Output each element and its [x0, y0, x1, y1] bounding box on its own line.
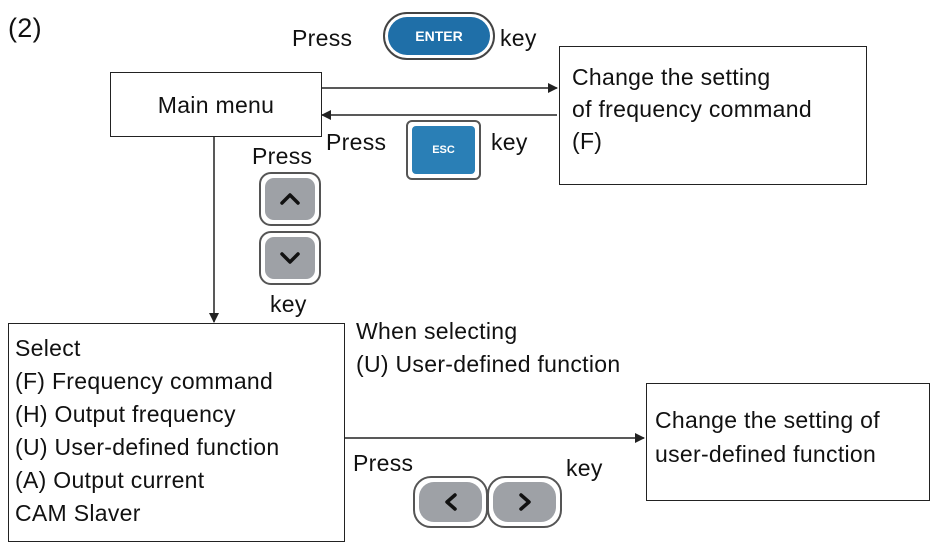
up-arrow-icon[interactable]	[259, 172, 321, 226]
when-selecting-line: (U) User-defined function	[356, 351, 621, 377]
step-label: (2)	[8, 13, 42, 43]
leftright-press-text: Press	[353, 450, 414, 476]
when-selecting-line: When selecting	[356, 318, 518, 344]
enter-key-text: key	[500, 25, 537, 51]
enter-press-text: Press	[292, 25, 353, 51]
esc-key-label: ESC	[412, 126, 475, 174]
change-frequency-line: Change the setting	[572, 64, 771, 90]
select-line: CAM Slaver	[15, 500, 141, 526]
esc-key-text: key	[491, 129, 528, 155]
updown-key-text: key	[270, 291, 307, 317]
chevron-up-glyph	[280, 193, 300, 205]
main-menu-label: Main menu	[157, 91, 275, 118]
leftright-key-text: key	[566, 455, 603, 481]
change-user-line: user-defined function	[655, 441, 877, 467]
left-arrow-icon[interactable]	[413, 476, 488, 528]
select-line: (H) Output frequency	[15, 401, 236, 427]
change-user-box: Change the setting of user-defined funct…	[646, 383, 930, 501]
chevron-right-glyph	[518, 493, 531, 511]
change-frequency-line: (F)	[572, 128, 603, 154]
select-line: (U) User-defined function	[15, 434, 280, 460]
updown-press-text: Press	[252, 143, 313, 169]
esc-press-text: Press	[326, 129, 387, 155]
change-user-line: Change the setting of	[655, 407, 880, 433]
enter-key-label: ENTER	[388, 17, 490, 55]
chevron-left-glyph	[444, 493, 457, 511]
select-box: Select (F) Frequency command (H) Output …	[8, 323, 345, 542]
select-line: (A) Output current	[15, 467, 205, 493]
main-menu-box: Main menu	[110, 72, 322, 137]
esc-key-icon[interactable]: ESC	[406, 120, 481, 180]
down-arrow-icon[interactable]	[259, 231, 321, 285]
change-frequency-box: Change the setting of frequency command …	[559, 46, 867, 185]
change-frequency-line: of frequency command	[572, 96, 812, 122]
select-line: (F) Frequency command	[15, 368, 274, 394]
enter-key-icon[interactable]: ENTER	[383, 12, 495, 60]
right-arrow-icon[interactable]	[487, 476, 562, 528]
select-line: Select	[15, 335, 81, 361]
chevron-down-glyph	[280, 252, 300, 264]
